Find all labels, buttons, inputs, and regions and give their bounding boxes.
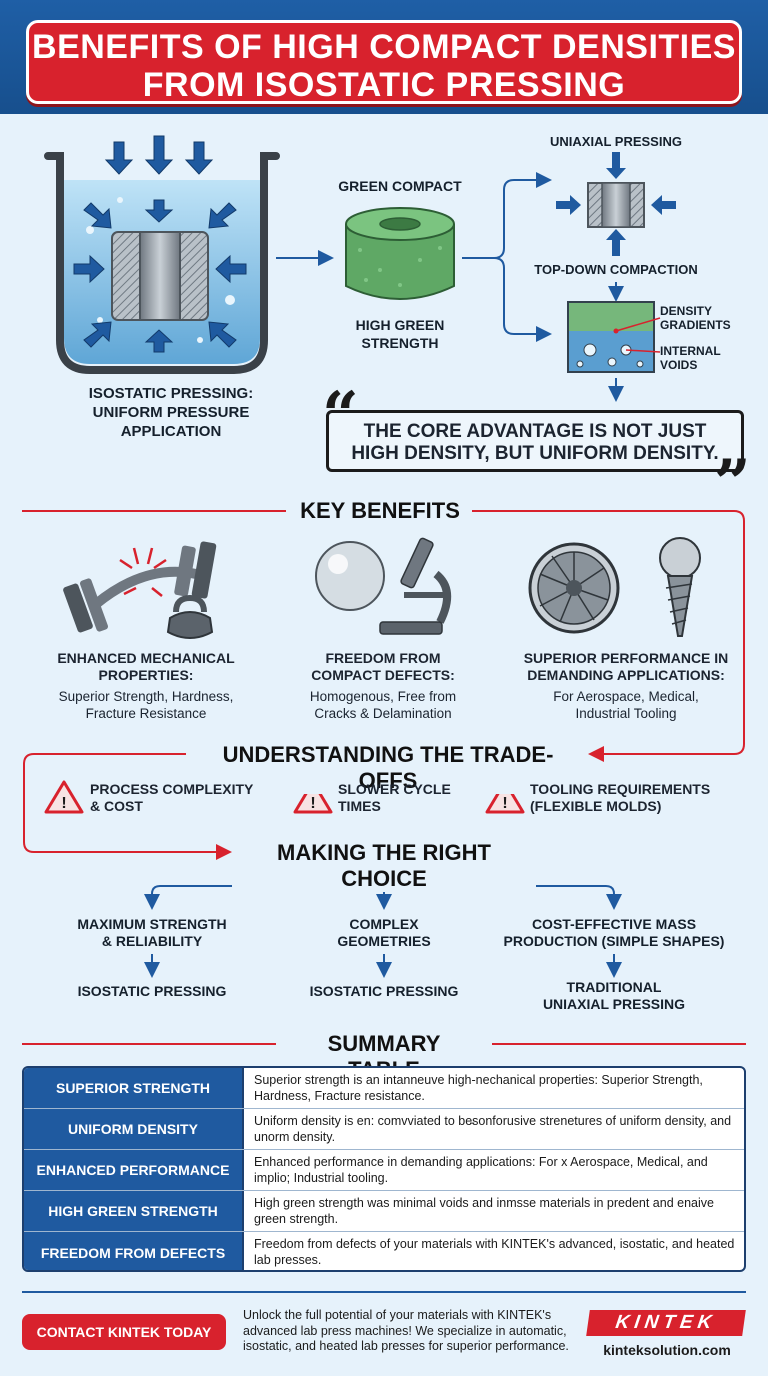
choice-result-2: ISOSTATIC PRESSING (309, 983, 459, 999)
high-green-strength-label: HIGH GREEN STRENGTH (355, 317, 445, 351)
warning-icon-2: ! (293, 780, 333, 814)
turbine-icon (528, 542, 620, 634)
green-compact-label: GREEN COMPACT (338, 178, 462, 194)
page-title: BENEFITS OF HIGH COMPACT DENSITIES FROM … (26, 20, 742, 104)
microscope-icon (315, 537, 451, 635)
svg-text:!: ! (502, 795, 507, 812)
warning-icon-1: ! (44, 780, 84, 814)
tradeoff-complexity: PROCESS COMPLEXITY& COST (90, 781, 254, 814)
internal-voids-label: INTERNAL VOIDS (660, 344, 721, 372)
table-row: SUPERIOR STRENGTH Superior strength is a… (24, 1068, 744, 1109)
title-line-1: BENEFITS OF HIGH COMPACT DENSITIES (32, 28, 736, 66)
table-row: ENHANCED PERFORMANCE Enhanced performanc… (24, 1150, 744, 1191)
core-advantage-quote: THE CORE ADVANTAGE IS NOT JUST HIGH DENS… (326, 410, 744, 472)
right-choice-title: MAKING THE RIGHT CHOICE (232, 840, 536, 892)
green-compact-icon (345, 207, 455, 300)
kintek-logo: KINTEK (586, 1310, 746, 1336)
screw-icon (659, 537, 701, 637)
table-row-cell: Enhanced performance in demanding applic… (254, 1155, 708, 1185)
uniaxial-press-icon (556, 152, 676, 256)
table-row: UNIFORM DENSITY Uniform density is en: c… (24, 1109, 744, 1150)
top-down-compaction-label: TOP-DOWN COMPACTION (534, 262, 698, 277)
choice-need-strength: MAXIMUM STRENGTH& RELIABILITY (77, 916, 227, 949)
table-row-header: SUPERIOR STRENGTH (24, 1068, 244, 1108)
tradeoff-tooling: TOOLING REQUIREMENTS(FLEXIBLE MOLDS) (530, 781, 711, 814)
tradeoffs-title: UNDERSTANDING THE TRADE-OFFS (190, 742, 586, 794)
svg-text:!: ! (310, 795, 315, 812)
table-row-cell: Superior strength is an intanneuve high-… (254, 1073, 703, 1103)
close-quote-icon: ” (714, 446, 751, 521)
table-row-header: HIGH GREEN STRENGTH (24, 1191, 244, 1231)
footer-promo-text: Unlock the full potential of your materi… (243, 1308, 569, 1353)
table-row-cell: High green strength was minimal voids an… (254, 1196, 714, 1226)
choice-result-1: ISOSTATIC PRESSING (77, 983, 227, 999)
table-row-header: ENHANCED PERFORMANCE (24, 1150, 244, 1190)
table-row-header: UNIFORM DENSITY (24, 1109, 244, 1149)
title-line-2: FROM ISOSTATIC PRESSING (142, 66, 626, 104)
table-row: FREEDOM FROM DEFECTS Freedom from defect… (24, 1232, 744, 1270)
uniaxial-pressing-label: UNIAXIAL PRESSING (550, 134, 682, 149)
density-gradient-block-icon (567, 301, 661, 373)
density-gradients-label: DENSITY GRADIENTS (660, 304, 731, 332)
dumbbell-icon (63, 541, 217, 639)
open-quote-icon: “ (322, 378, 359, 453)
table-row-cell: Uniform density is en: comvviated to be̵… (254, 1114, 732, 1144)
table-row-header: FREEDOM FROM DEFECTS (24, 1232, 244, 1270)
contact-kintek-button[interactable]: CONTACT KINTEK TODAY (22, 1314, 226, 1350)
isostatic-caption: ISOSTATIC PRESSING: UNIFORM PRESSURE APP… (88, 385, 254, 440)
warning-icon-3: ! (485, 780, 525, 814)
website-link[interactable]: kinteksolution.com (603, 1342, 731, 1358)
svg-text:!: ! (61, 795, 66, 812)
summary-table: SUPERIOR STRENGTH Superior strength is a… (22, 1066, 746, 1272)
key-benefits-title: KEY BENEFITS (290, 498, 470, 524)
table-row-cell: Freedom from defects of your materials w… (254, 1237, 735, 1267)
isostatic-vessel-icon (44, 135, 280, 374)
table-row: HIGH GREEN STRENGTH High green strength … (24, 1191, 744, 1232)
